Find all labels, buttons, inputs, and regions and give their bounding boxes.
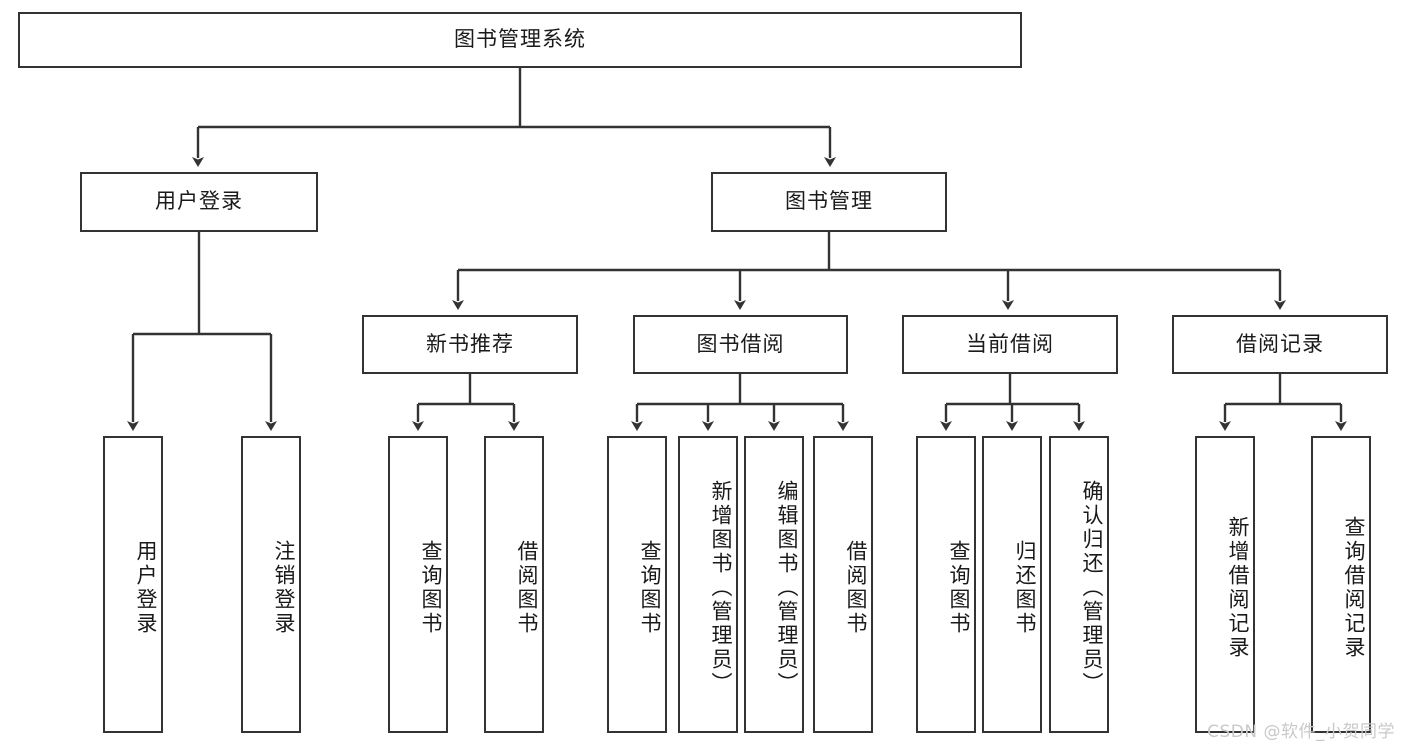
leaf-query-book-current[interactable]: 查询图书 [916,436,976,733]
leaf-confirm-return-admin[interactable]: 确认归还（管理员） [1049,436,1109,733]
node-book-management[interactable]: 图书管理 [711,172,947,232]
node-label: 新增图书（管理员） [709,479,733,696]
node-label: 借阅图书 [515,539,539,636]
node-root-system[interactable]: 图书管理系统 [18,12,1022,68]
node-current-borrow[interactable]: 当前借阅 [902,315,1118,374]
node-label: 查询借阅记录 [1342,515,1366,660]
node-label: 用户登录 [134,539,158,636]
leaf-user-login[interactable]: 用户登录 [103,436,163,733]
node-label: 新增借阅记录 [1226,515,1250,660]
node-label: 新书推荐 [426,331,514,356]
node-label: 借阅图书 [844,539,868,636]
node-user-login[interactable]: 用户登录 [80,172,318,232]
leaf-query-book-borrow[interactable]: 查询图书 [607,436,667,733]
leaf-add-borrow-record[interactable]: 新增借阅记录 [1195,436,1255,733]
leaf-edit-book-admin[interactable]: 编辑图书（管理员） [744,436,804,733]
node-label: 借阅记录 [1236,331,1324,356]
node-label: 归还图书 [1013,539,1037,636]
leaf-return-book[interactable]: 归还图书 [982,436,1042,733]
node-label: 当前借阅 [966,331,1054,356]
node-label: 编辑图书（管理员） [775,479,799,696]
node-label: 图书借阅 [696,331,785,356]
leaf-logout[interactable]: 注销登录 [241,436,301,733]
node-label: 查询图书 [419,539,443,636]
leaf-add-book-admin[interactable]: 新增图书（管理员） [678,436,738,733]
leaf-borrow-book[interactable]: 借阅图书 [813,436,873,733]
node-label: 查询图书 [638,539,662,636]
node-book-borrow[interactable]: 图书借阅 [633,315,848,374]
node-borrow-record[interactable]: 借阅记录 [1172,315,1388,374]
leaf-borrow-book-recommend[interactable]: 借阅图书 [484,436,544,733]
node-label: 查询图书 [947,539,971,636]
leaf-query-borrow-record[interactable]: 查询借阅记录 [1311,436,1371,733]
node-label: 图书管理 [785,189,873,214]
node-label: 确认归还（管理员） [1080,479,1104,696]
node-new-book-recommend[interactable]: 新书推荐 [362,315,578,374]
node-label: 用户登录 [155,189,243,214]
watermark-text: CSDN @软件_小贺同学 [1207,722,1395,742]
node-label: 注销登录 [272,539,296,636]
leaf-query-book-recommend[interactable]: 查询图书 [388,436,448,733]
node-label: 图书管理系统 [454,27,586,52]
